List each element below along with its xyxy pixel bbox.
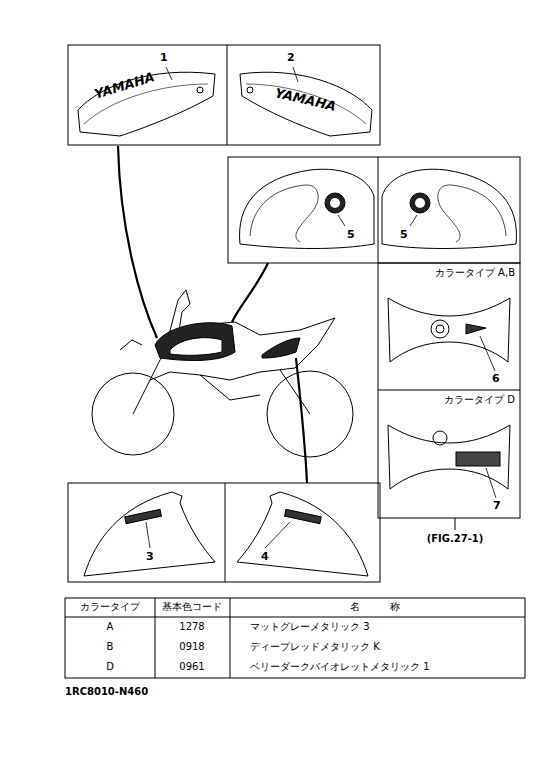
table-cell: A xyxy=(107,621,114,633)
figure-ref: (FIG.27-1) xyxy=(427,533,484,545)
decal-text: YAMAHA xyxy=(93,70,157,102)
table-header: 名 称 xyxy=(350,601,400,613)
part-code: 1RC8010-N460 xyxy=(65,686,148,698)
table-cell: マットグレーメタリック 3 xyxy=(250,621,370,633)
table-cell: D xyxy=(106,661,114,673)
seat-d xyxy=(388,425,510,489)
side-cover xyxy=(262,338,300,358)
side-cover-right xyxy=(237,492,368,576)
table-cell: 1278 xyxy=(179,621,204,633)
table-header: 基本色コード xyxy=(162,601,222,613)
callout-number: 2 xyxy=(287,52,295,65)
motorcycle xyxy=(92,290,353,457)
callout-number: 5 xyxy=(400,229,408,242)
color-type-panel: カラータイプ D xyxy=(378,390,520,518)
seat-decal xyxy=(456,452,500,466)
callout-number: 7 xyxy=(493,500,501,513)
color-type-heading: カラータイプ D xyxy=(378,390,520,407)
callout-number: 3 xyxy=(146,551,154,564)
table-cell: ディープレッドメタリック K xyxy=(250,641,380,653)
callout-number: 6 xyxy=(492,373,500,386)
view-panel xyxy=(68,45,380,145)
table-header: カラータイプ xyxy=(80,601,140,613)
color-table xyxy=(65,598,525,678)
callout-number: 4 xyxy=(261,551,269,564)
view-panel xyxy=(68,483,380,582)
table-cell: ベリーダークバイオレットメタリック 1 xyxy=(250,661,430,673)
table-cell: B xyxy=(107,641,114,653)
callout-number: 1 xyxy=(160,52,168,65)
color-type-heading: カラータイプ A,B xyxy=(378,263,520,280)
tank-right xyxy=(382,169,516,248)
shroud-right xyxy=(240,72,372,136)
seat-ab xyxy=(388,298,510,362)
side-cover-left xyxy=(84,492,215,576)
tank-shroud xyxy=(155,323,235,361)
table-cell: 0961 xyxy=(179,661,204,673)
callout-number: 5 xyxy=(347,229,355,242)
color-type-panel: カラータイプ A,B xyxy=(378,263,520,390)
view-panel xyxy=(228,157,520,263)
tank-left xyxy=(240,169,374,248)
table-cell: 0918 xyxy=(179,641,204,653)
view-panel xyxy=(378,263,520,518)
decal-text: YAMAHA xyxy=(273,86,337,115)
